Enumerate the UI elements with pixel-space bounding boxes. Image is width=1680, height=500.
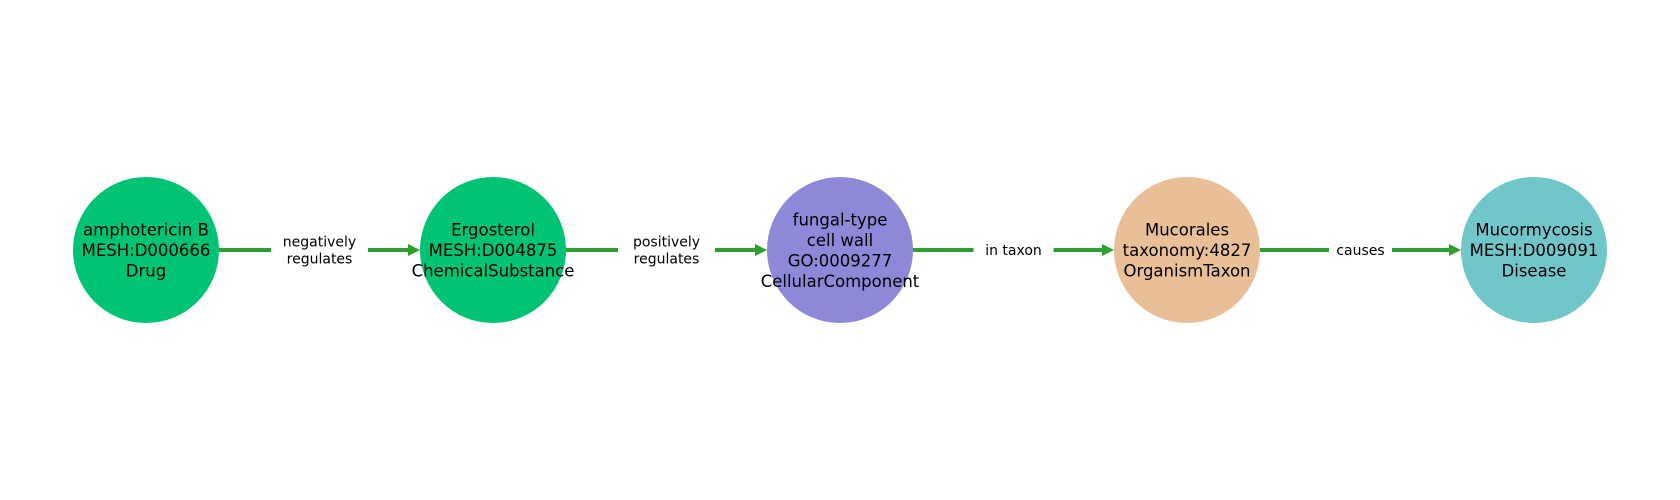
node-label: OrganismTaxon — [1123, 262, 1250, 281]
graph-node[interactable]: fungal-type cell wallGO:0009277CellularCo… — [761, 177, 920, 323]
node-label: MESH:D004875 — [429, 241, 558, 260]
node-label: fungal-type — [793, 210, 888, 229]
node-label: MESH:D009091 — [1470, 241, 1599, 260]
node-label: Disease — [1502, 262, 1567, 281]
node-label: Mucormycosis — [1475, 221, 1592, 240]
edge-label: causes — [1336, 243, 1384, 259]
edge-label: regulates — [634, 252, 700, 268]
node-label: GO:0009277 — [788, 251, 893, 270]
arrowhead-icon — [1449, 244, 1461, 256]
edge-label: positively — [633, 235, 700, 251]
edge-label: negatively — [283, 235, 356, 251]
node-circle[interactable] — [1461, 177, 1607, 323]
edge: in taxon — [913, 239, 1114, 261]
node-circle[interactable] — [420, 177, 566, 323]
node-label: cell wall — [807, 231, 873, 250]
node-label: MESH:D000666 — [82, 241, 211, 260]
node-circle[interactable] — [73, 177, 219, 323]
edge-label-background — [1329, 239, 1392, 261]
node-circle[interactable] — [767, 177, 913, 323]
node-label: CellularComponent — [761, 272, 920, 291]
node-circle[interactable] — [1114, 177, 1260, 323]
edge-label-background — [973, 239, 1054, 261]
node-label: amphotericin B — [83, 221, 209, 240]
arrowhead-icon — [755, 244, 767, 256]
edge-label: in taxon — [985, 243, 1042, 259]
node-label: Ergosterol — [451, 221, 535, 240]
edge: causes — [1260, 239, 1461, 261]
edge-label: regulates — [287, 252, 353, 268]
node-label: Mucorales — [1145, 221, 1229, 240]
edge-label-background — [271, 231, 368, 269]
edge-label-background — [618, 231, 715, 269]
node-label: taxonomy:4827 — [1123, 241, 1252, 260]
arrowhead-icon — [408, 244, 420, 256]
node-label: ChemicalSubstance — [412, 262, 575, 281]
node-label: Drug — [126, 262, 166, 281]
arrowhead-icon — [1102, 244, 1114, 256]
